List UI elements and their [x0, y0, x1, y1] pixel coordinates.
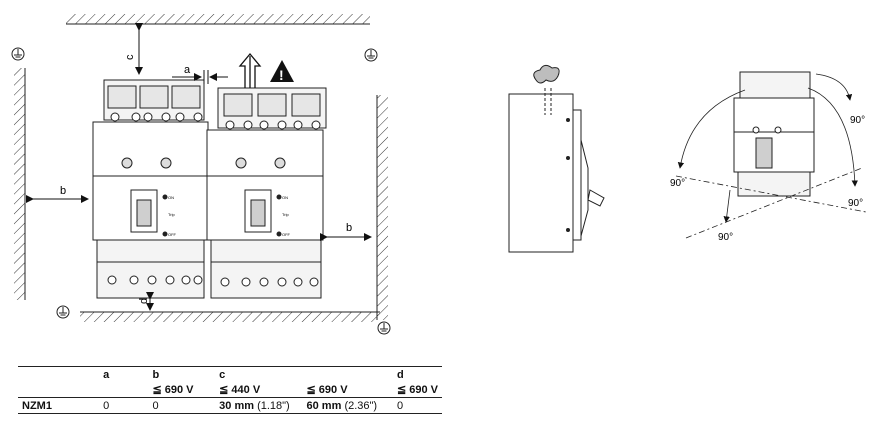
- value-c-690: 60 mm (2.36"): [302, 397, 393, 414]
- value-b: 0: [148, 397, 216, 414]
- value-c-690-mm: 60 mm: [306, 399, 342, 412]
- value-c-440: 30 mm (1.18"): [215, 397, 303, 414]
- table-subheader-cell: [99, 382, 148, 398]
- dimension-a-label: a: [184, 64, 191, 76]
- angle-label-right: 90°: [848, 198, 863, 209]
- earth-ground-icon: [364, 48, 378, 62]
- table-header-row: a b c d: [18, 366, 442, 382]
- wall-bottom: [80, 311, 380, 322]
- dimension-d-label: d: [138, 298, 150, 304]
- angle-label-left: 90°: [670, 178, 685, 189]
- circuit-breaker-right: [206, 87, 327, 299]
- dimension-b-left-label: b: [60, 185, 66, 197]
- table-header-cell: a: [99, 366, 149, 382]
- switch-off-label: OFF: [168, 232, 177, 237]
- value-c-690-inch: (2.36"): [344, 399, 378, 412]
- wall-left: [14, 68, 26, 300]
- dimension-c-label: c: [124, 54, 136, 60]
- installation-dimension-drawing: ON Trip OFF ON Trip OFF c a !: [11, 14, 867, 335]
- rotation-guides: [675, 73, 867, 239]
- earth-ground-icon: [11, 47, 25, 61]
- angle-label-top-right: 90°: [850, 115, 865, 126]
- value-c-440-inch: (1.18"): [257, 399, 290, 412]
- table-header-cell: d: [392, 366, 442, 382]
- earth-ground-icon: [377, 321, 391, 335]
- switch-off-label: OFF: [282, 232, 291, 237]
- table-subheader-row: ≦ 690 V ≦ 440 V ≦ 690 V ≦ 690 V: [18, 382, 442, 398]
- table-header-cell: c: [215, 366, 303, 382]
- earth-ground-icon: [56, 305, 70, 319]
- value-c-440-mm: 30 mm: [219, 399, 255, 412]
- breaker-side-view: [508, 64, 605, 253]
- table-row: NZM1 0 0 30 mm (1.18") 60 mm (2.36") 0: [18, 397, 442, 414]
- warning-symbol: !: [279, 67, 284, 83]
- switch-on-label: ON: [282, 195, 288, 200]
- arrow-up-icon: [238, 52, 262, 88]
- table-subheader-cell: ≦ 690 V: [306, 384, 348, 396]
- dimension-b-right-label: b: [346, 222, 352, 234]
- breaker-rotation-view: [733, 71, 815, 197]
- angle-label-bottom: 90°: [718, 232, 733, 243]
- switch-trip-label: Trip: [168, 212, 176, 217]
- spacing-table: a b c d ≦ 690 V ≦ 440 V ≦ 690 V ≦ 690 V …: [18, 366, 442, 414]
- table-subheader-cell: ≦ 690 V: [152, 384, 194, 396]
- value-a: 0: [99, 397, 149, 414]
- table-subheader-cell: [18, 382, 99, 398]
- table-header-cell: b: [148, 366, 216, 382]
- table-header-cell: [302, 366, 393, 382]
- wall-top: [66, 14, 370, 25]
- value-d: 0: [392, 397, 442, 414]
- table-header-cell: [18, 366, 100, 382]
- table-subheader-cell: ≦ 690 V: [396, 384, 438, 396]
- warning-triangle-icon: !: [270, 60, 294, 83]
- circuit-breaker-left: [92, 79, 209, 299]
- switch-trip-label: Trip: [282, 212, 290, 217]
- model-name: NZM1: [18, 397, 100, 414]
- table-subheader-cell: ≦ 440 V: [219, 384, 261, 396]
- switch-on-label: ON: [168, 195, 174, 200]
- wall-right: [376, 95, 388, 320]
